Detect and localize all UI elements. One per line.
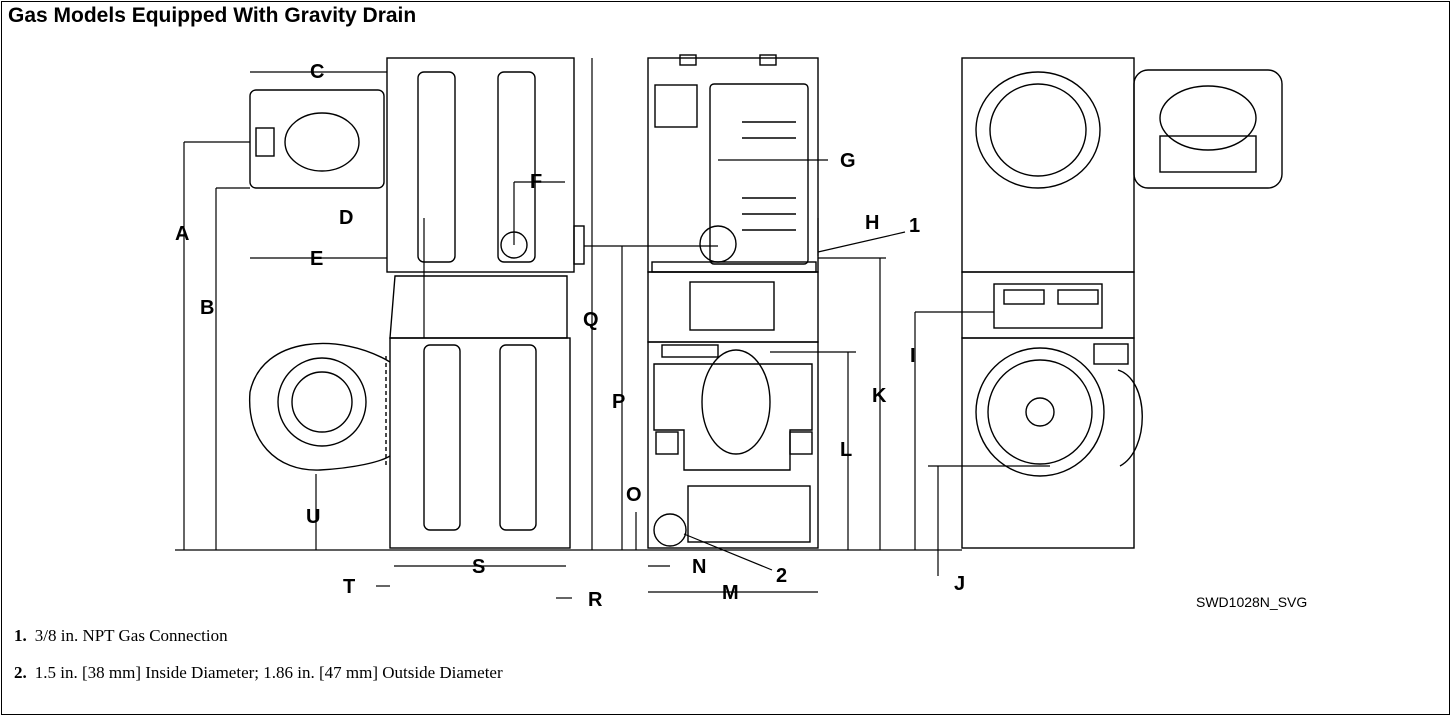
callout-2: 2: [776, 565, 787, 587]
front-detergent-drawer: [1093, 343, 1129, 365]
callout-1: 1: [909, 215, 920, 237]
label-g: G: [840, 150, 856, 172]
label-b: B: [200, 297, 214, 319]
label-r: R: [588, 589, 603, 611]
side-dryer-cabinet: [386, 57, 575, 273]
side-dryer-panel-right: [497, 71, 536, 263]
label-t: T: [343, 576, 355, 598]
label-k: K: [872, 385, 887, 407]
rear-view: [647, 54, 819, 549]
rear-washer-frame: [653, 363, 813, 471]
label-e: E: [310, 248, 323, 270]
front-dryer-drum-inner: [989, 83, 1087, 177]
side-view: [248, 57, 585, 549]
front-washer-door-open: [1117, 369, 1143, 467]
front-dryer-door-glass: [1159, 85, 1257, 151]
callout-2-leader: [683, 533, 773, 571]
note-2-text: 1.5 in. [38 mm] Inside Diameter; 1.86 in…: [34, 663, 503, 682]
label-i: I: [910, 345, 916, 367]
rear-exhaust-duct: [709, 83, 809, 265]
side-exhaust: [573, 225, 585, 265]
label-s: S: [472, 556, 485, 578]
label-j: J: [954, 573, 965, 595]
rear-drain-outlet: [653, 513, 687, 547]
front-view: [961, 57, 1283, 549]
label-u: U: [306, 506, 320, 528]
note-2: 2. 1.5 in. [38 mm] Inside Diameter; 1.86 …: [14, 663, 503, 683]
front-washer-door-ring: [975, 347, 1105, 477]
front-control-panel: [993, 283, 1103, 329]
rear-bolt-left: [655, 431, 679, 455]
rear-washer-label: [661, 344, 719, 358]
rear-top-bracket-right: [759, 54, 777, 66]
note-2-number: 2.: [14, 663, 27, 682]
label-p: P: [612, 391, 625, 413]
label-a: A: [175, 223, 189, 245]
front-washer-hub: [1025, 397, 1055, 427]
rear-access-panel: [654, 84, 698, 128]
rear-bolt-right: [789, 431, 813, 455]
side-washer-cabinet: [389, 337, 571, 549]
front-washer-cabinet: [961, 337, 1135, 549]
label-n: N: [692, 556, 706, 578]
side-washer-panel-right: [499, 344, 537, 531]
rear-base-plate: [687, 485, 811, 543]
front-display-left: [1003, 289, 1045, 305]
label-m: M: [722, 582, 739, 604]
callout-1-leader: [817, 231, 906, 253]
side-door-handle: [255, 127, 275, 157]
rear-top-bracket-left: [679, 54, 697, 66]
front-dryer-door: [1133, 69, 1283, 189]
side-dryer-door: [249, 89, 385, 189]
label-c: C: [310, 61, 324, 83]
side-washer-porthole: [277, 357, 367, 447]
front-display-right: [1057, 289, 1099, 305]
rear-washer-cabinet: [647, 341, 819, 549]
note-1: 1. 3/8 in. NPT Gas Connection: [14, 626, 228, 646]
side-washer-panel-left: [423, 344, 461, 531]
front-washer-drum: [987, 359, 1093, 465]
note-1-text: 3/8 in. NPT Gas Connection: [34, 626, 228, 645]
figure-code: SWD1028N_SVG: [1196, 594, 1307, 610]
label-f: F: [530, 171, 542, 193]
dimension-lines: [175, 58, 1050, 599]
rear-dryer-cabinet: [647, 57, 819, 273]
rear-mid-panel: [689, 281, 775, 331]
side-mid-section: [389, 275, 568, 339]
figure-title: Gas Models Equipped With Gravity Drain: [8, 4, 417, 27]
side-washer-door: [248, 342, 391, 471]
side-dryer-panel-left: [417, 71, 456, 263]
side-door-glass: [284, 112, 360, 172]
rear-washer-tub: [701, 349, 771, 455]
label-o: O: [626, 484, 642, 506]
label-d: D: [339, 207, 353, 229]
label-h: H: [865, 212, 879, 234]
rear-exhaust-outlet: [699, 225, 737, 263]
front-lint-filter: [1159, 135, 1257, 173]
front-dryer-drum: [975, 71, 1101, 189]
label-q: Q: [583, 309, 599, 331]
label-l: L: [840, 439, 852, 461]
note-1-number: 1.: [14, 626, 27, 645]
side-washer-glass: [291, 371, 353, 433]
